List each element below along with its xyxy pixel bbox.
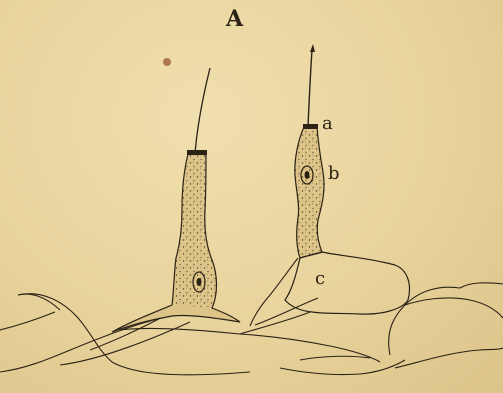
right-cell-cap (303, 124, 318, 129)
left-cell-cap (187, 150, 207, 155)
label-a: a (322, 115, 333, 133)
right-cell-process (308, 50, 312, 126)
right-cell (250, 44, 409, 326)
left-cell (112, 68, 240, 332)
figure-title: A (226, 8, 243, 30)
stain-spot (163, 58, 171, 66)
nerve-fiber-network (0, 283, 503, 375)
label-c: c (315, 270, 325, 288)
left-cell-process (195, 68, 210, 153)
label-b: b (328, 165, 340, 183)
cell-c-outline (285, 252, 409, 314)
